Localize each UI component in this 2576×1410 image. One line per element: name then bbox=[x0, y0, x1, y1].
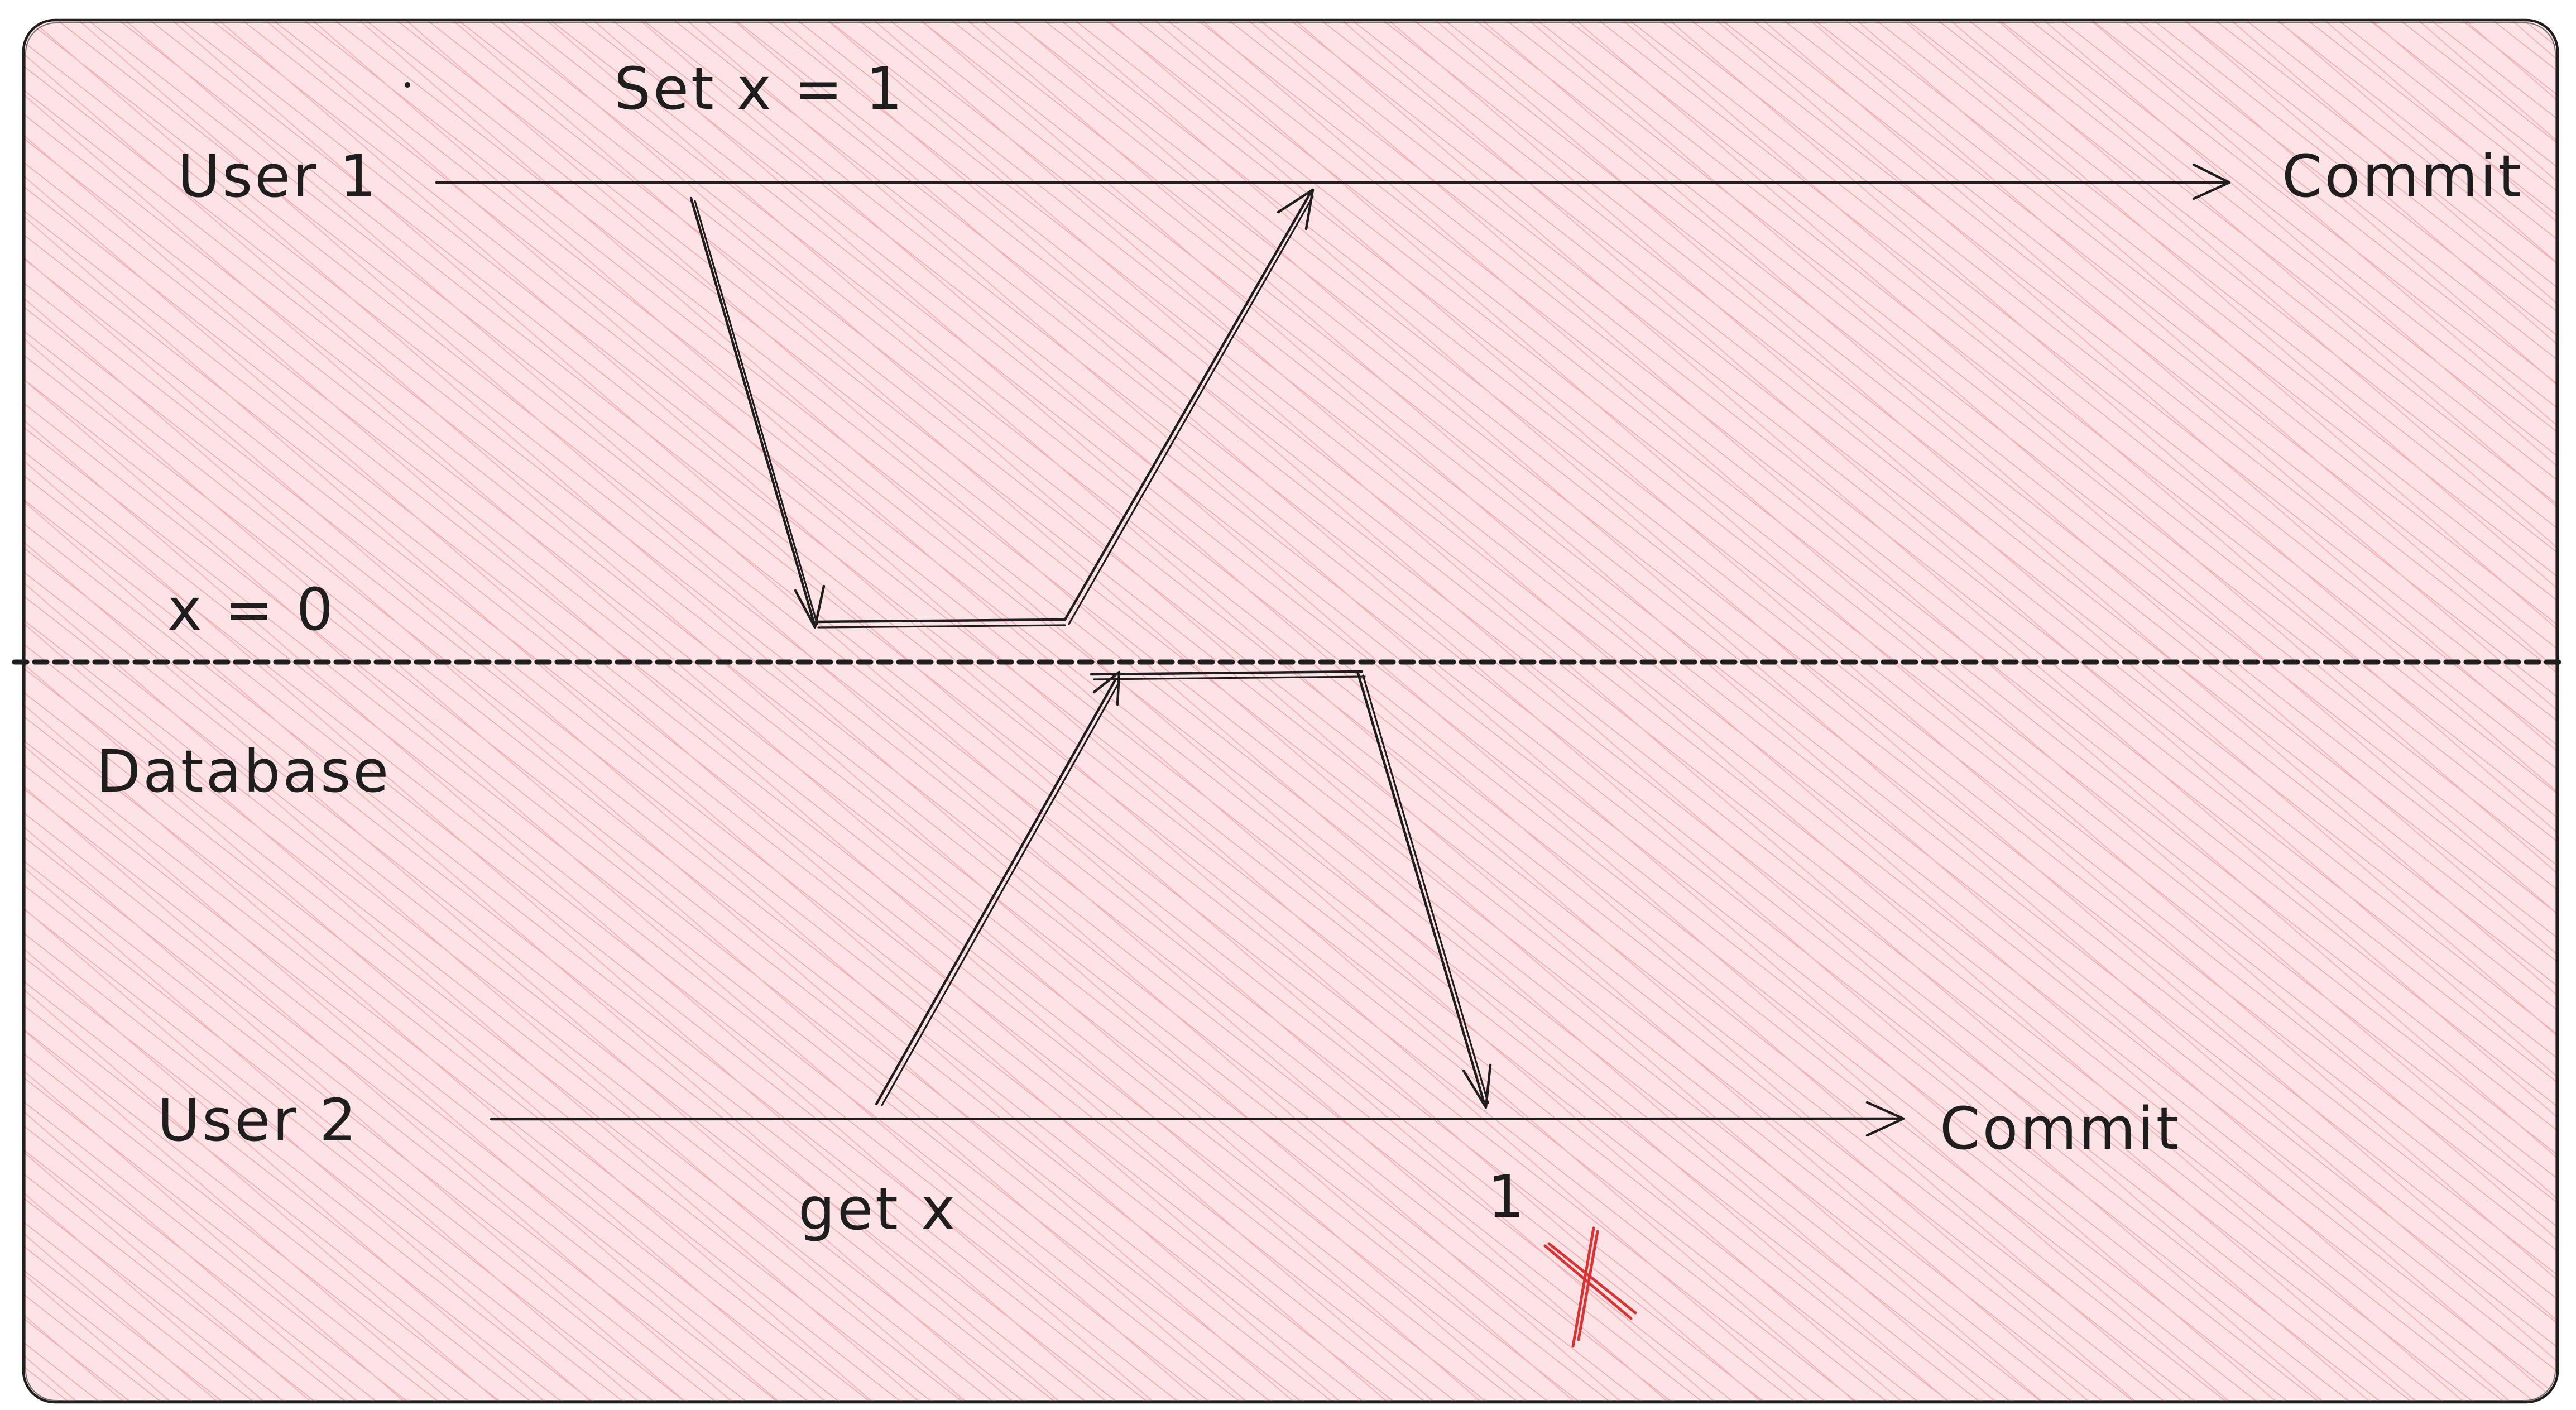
database-label: Database bbox=[96, 737, 391, 805]
user2-timeline-arrow bbox=[490, 1101, 1905, 1137]
user1-ack-arrow bbox=[1063, 188, 1315, 625]
red-x-icon bbox=[1543, 1226, 1637, 1348]
user1-timeline-arrow bbox=[435, 163, 2231, 200]
user1-commit-label: Commit bbox=[2282, 142, 2524, 210]
database-value-label: x = 0 bbox=[167, 575, 335, 644]
stray-dot bbox=[405, 82, 410, 88]
user1-action-label: Set x = 1 bbox=[614, 55, 905, 123]
user1-write-arrow bbox=[689, 196, 1067, 629]
user2-label: User 2 bbox=[157, 1086, 358, 1154]
user2-action-label: get x bbox=[798, 1175, 957, 1243]
frame bbox=[22, 18, 2559, 1404]
user2-result-label: 1 bbox=[1488, 1163, 1527, 1231]
user2-response-arrow bbox=[1356, 670, 1492, 1109]
user1-label: User 1 bbox=[178, 142, 378, 210]
user2-commit-label: Commit bbox=[1940, 1095, 2181, 1163]
user2-read-arrow bbox=[875, 670, 1366, 1106]
